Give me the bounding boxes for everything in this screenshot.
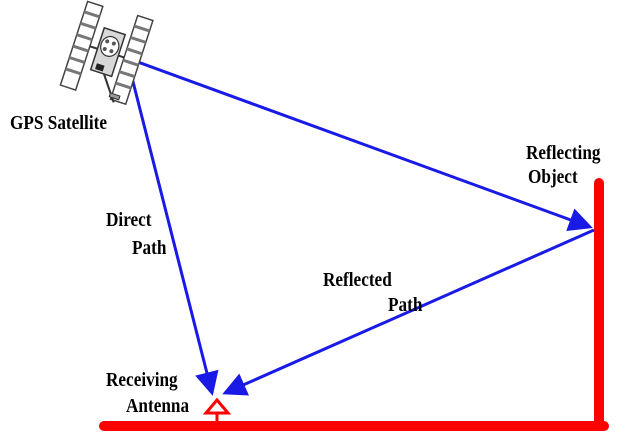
direct-path-label-line1: Direct [106, 209, 152, 231]
satellite-label: GPS Satellite [10, 112, 107, 134]
reflecting-object-label-line2: Object [528, 166, 578, 188]
direct-path-arrow [125, 57, 219, 396]
reflected-path-label-line2: Path [388, 294, 423, 316]
receiving-antenna-icon [202, 397, 232, 422]
receiving-antenna-label-line2: Antenna [126, 395, 190, 417]
reflected-path-label-line1: Reflected [323, 269, 392, 291]
direct-path-label-line2: Path [132, 237, 167, 259]
reflecting-object-label-line1: Reflecting [526, 142, 601, 164]
gps-satellite-icon [59, 0, 154, 106]
receiving-antenna-label-line1: Receiving [106, 369, 178, 391]
incident-path-arrow [126, 56, 593, 232]
reflected-path-arrow [222, 228, 595, 396]
